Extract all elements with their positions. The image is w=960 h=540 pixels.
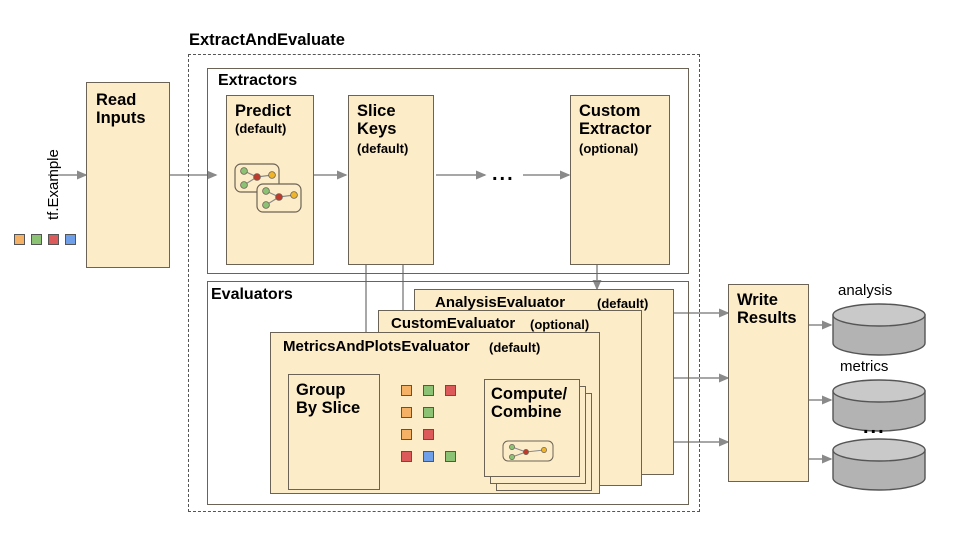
- slice-chip: [401, 407, 412, 418]
- metrics-datastore-icon[interactable]: [831, 379, 927, 435]
- output-label-other: ...: [863, 416, 886, 438]
- extractors-title: Extractors: [218, 72, 298, 89]
- node-metrics-and-plots-evaluator[interactable]: MetricsAndPlotsEvaluator (default) Group…: [270, 332, 600, 494]
- slice-chip: [423, 385, 434, 396]
- custom-evaluator-sublabel: (optional): [530, 317, 590, 332]
- write-results-label: Write Results: [737, 291, 797, 328]
- chip-red: [48, 234, 59, 245]
- slice-chip: [401, 385, 412, 396]
- chip-green: [31, 234, 42, 245]
- node-read-inputs[interactable]: Read Inputs: [86, 82, 170, 268]
- input-chip-group: [14, 234, 78, 248]
- compute-combine-label: Compute/ Combine: [491, 385, 568, 422]
- other-datastore-icon[interactable]: [831, 438, 927, 494]
- extract-and-evaluate-title: ExtractAndEvaluate: [189, 31, 345, 49]
- graph-icon: [234, 163, 302, 213]
- node-compute-combine[interactable]: Compute/ Combine: [484, 379, 580, 477]
- slice-chip: [423, 429, 434, 440]
- slice-keys-sublabel: (default): [357, 141, 409, 156]
- predict-sublabel: (default): [235, 121, 287, 136]
- predict-label: Predict: [235, 102, 291, 120]
- slice-chip: [401, 429, 412, 440]
- slice-chip: [401, 451, 412, 462]
- custom-evaluator-label: CustomEvaluator: [391, 315, 516, 332]
- analysis-evaluator-label: AnalysisEvaluator: [435, 294, 566, 311]
- slice-chip: [423, 451, 434, 462]
- group-by-slice-label: Group By Slice: [296, 381, 361, 418]
- node-predict[interactable]: Predict (default): [226, 95, 314, 265]
- node-slice-keys[interactable]: Slice Keys (default): [348, 95, 434, 265]
- output-label-metrics: metrics: [840, 358, 889, 375]
- slice-chip: [445, 451, 456, 462]
- evaluators-title: Evaluators: [211, 286, 293, 303]
- metrics-evaluator-label: MetricsAndPlotsEvaluator: [283, 338, 470, 355]
- slice-chip-matrix: [401, 385, 471, 475]
- slice-chip: [423, 407, 434, 418]
- group-extractors: [207, 68, 689, 274]
- metrics-evaluator-sublabel: (default): [489, 340, 541, 355]
- chip-blue: [65, 234, 76, 245]
- group-evaluators: [207, 281, 689, 505]
- custom-extractor-label: Custom Extractor: [579, 102, 652, 139]
- read-inputs-label: Read Inputs: [96, 91, 146, 128]
- group-extract-and-evaluate: [188, 54, 700, 512]
- graph-icon-small: [502, 440, 554, 462]
- output-label-analysis: analysis: [838, 282, 893, 299]
- chip-orange: [14, 234, 25, 245]
- node-group-by-slice[interactable]: Group By Slice: [288, 374, 380, 490]
- analysis-datastore-icon[interactable]: [831, 303, 927, 359]
- node-write-results[interactable]: Write Results: [728, 284, 809, 482]
- custom-extractor-sublabel: (optional): [579, 141, 639, 156]
- node-custom-extractor[interactable]: Custom Extractor (optional): [570, 95, 670, 265]
- analysis-evaluator-sublabel: (default): [597, 296, 649, 311]
- slice-chip: [445, 385, 456, 396]
- extractors-ellipsis: ...: [492, 163, 515, 185]
- input-label: tf.Example: [45, 149, 62, 220]
- slice-keys-label: Slice Keys: [357, 102, 397, 139]
